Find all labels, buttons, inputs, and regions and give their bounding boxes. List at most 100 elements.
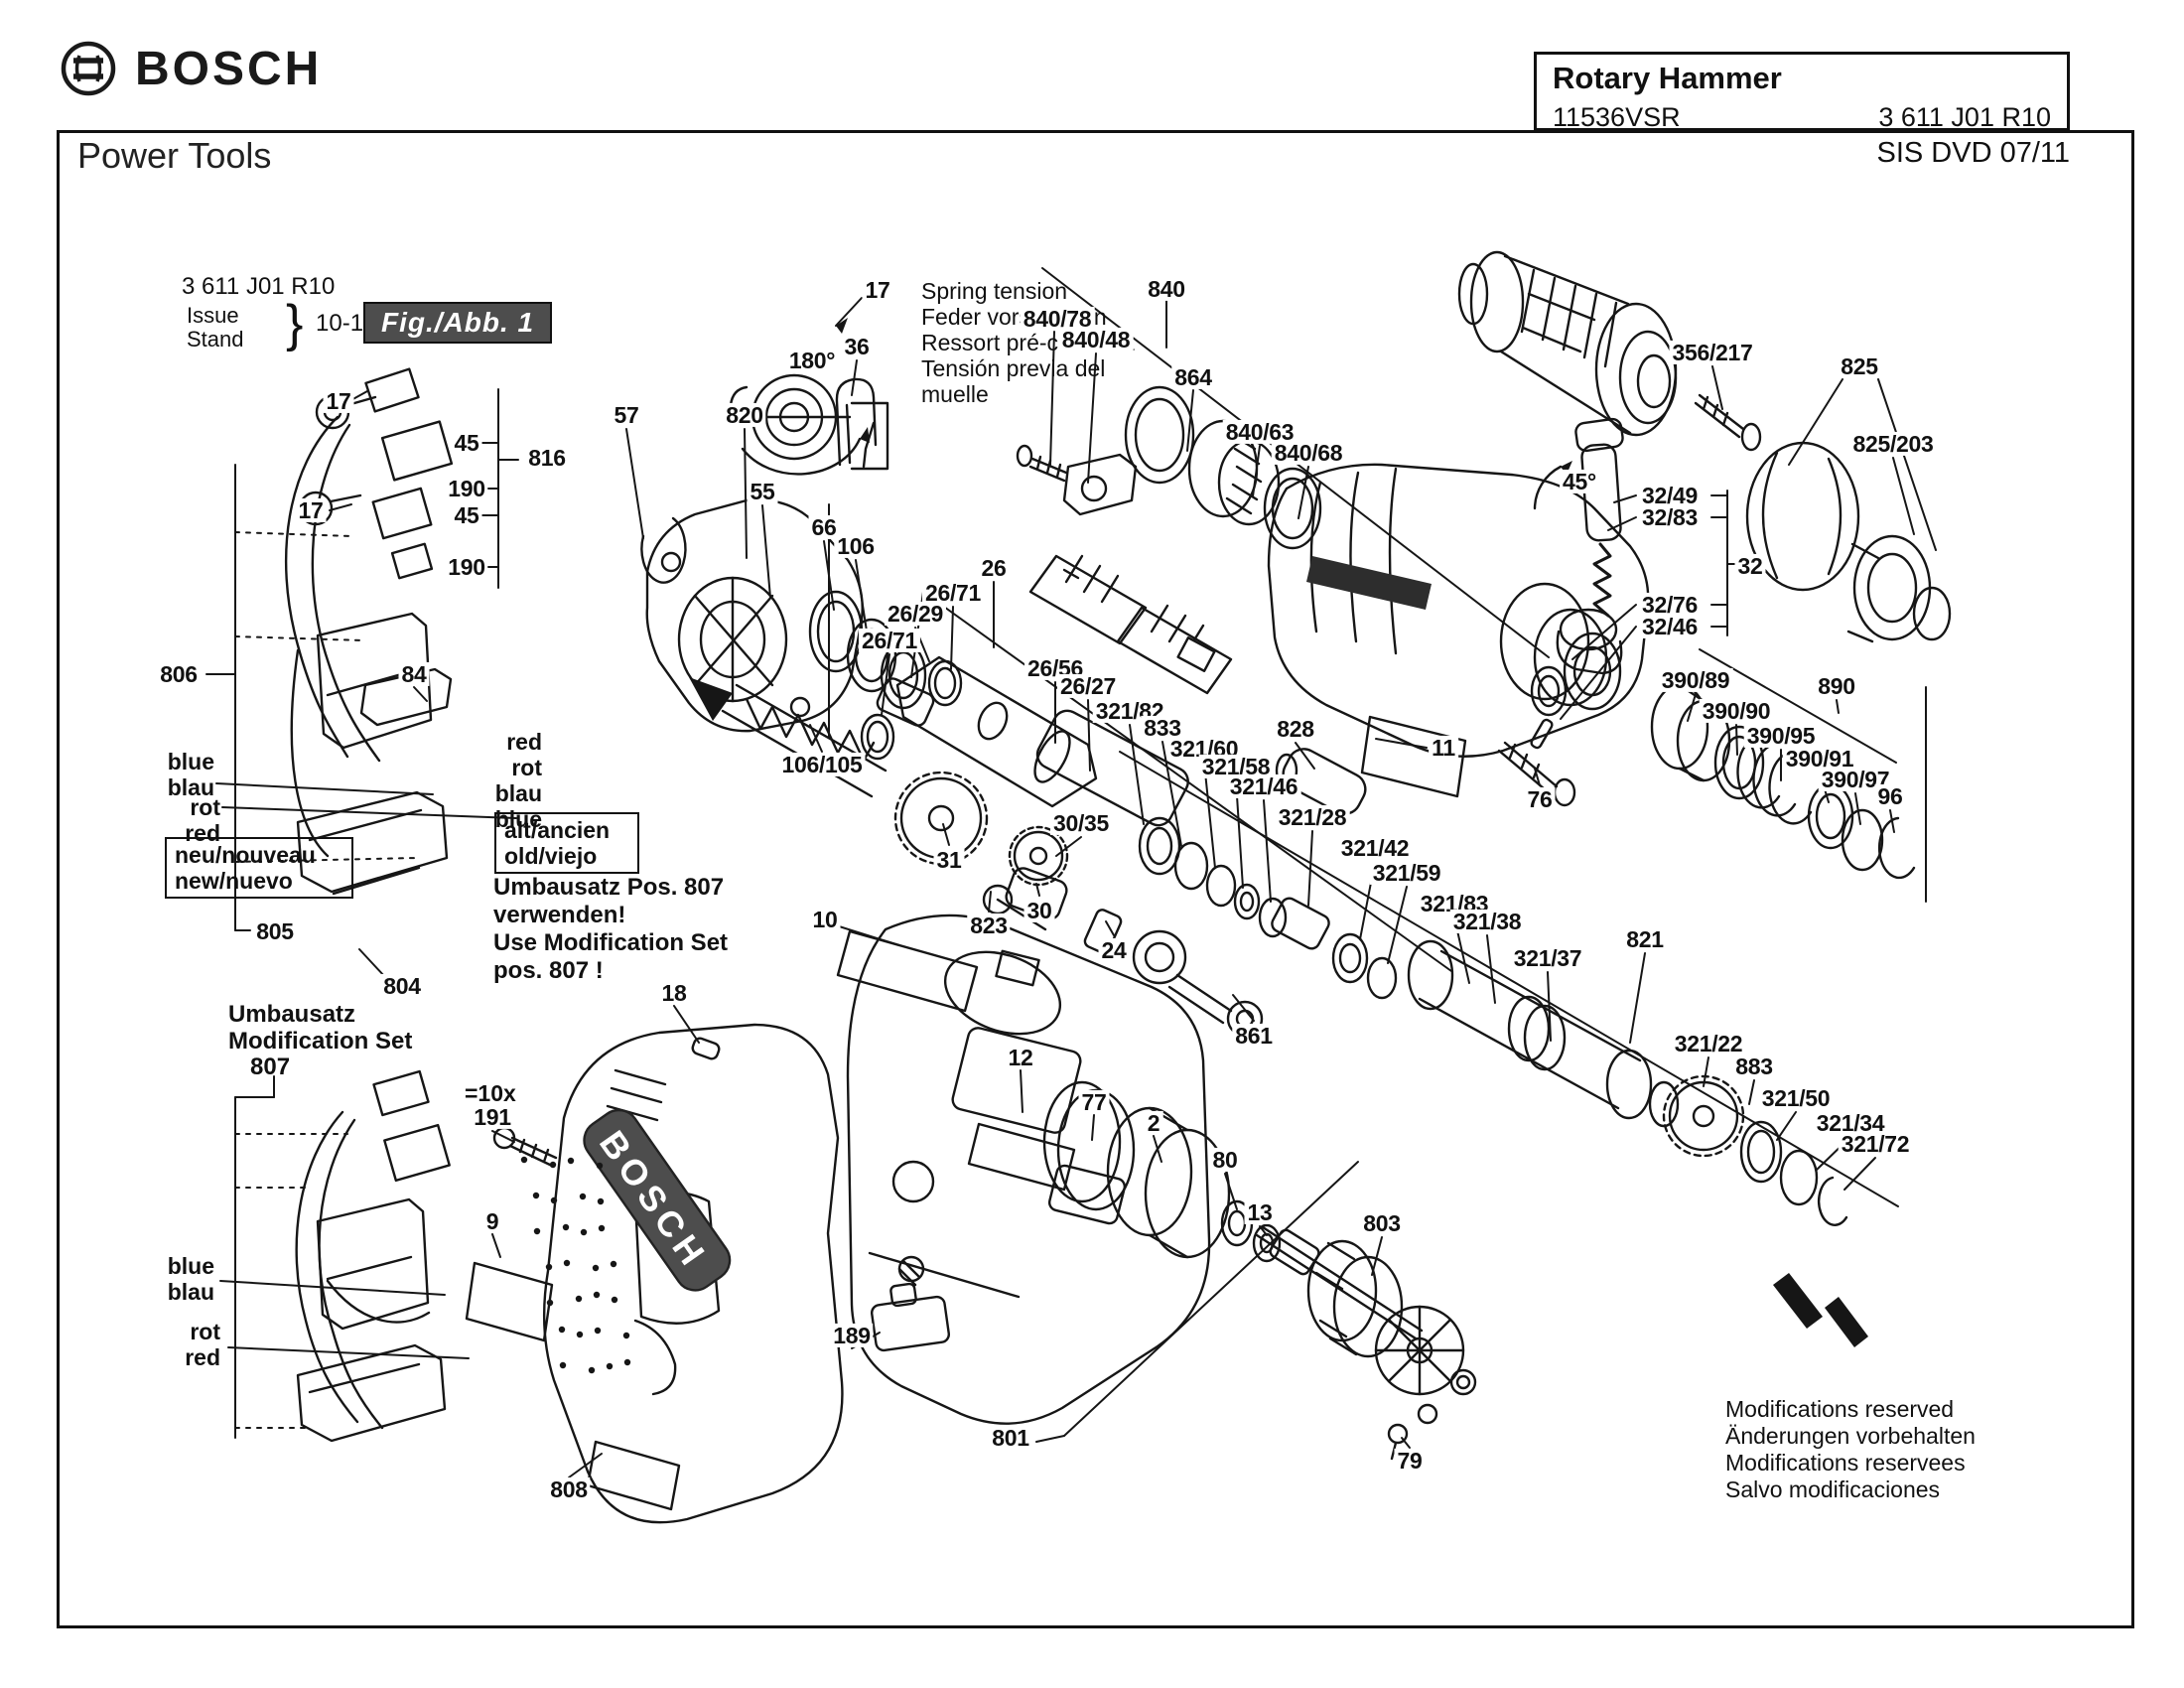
impact-bolt-sketch — [1275, 748, 1367, 815]
leader-line — [1854, 792, 1861, 825]
leader-line — [219, 1280, 446, 1296]
note-line: Use Modification Set — [493, 929, 729, 956]
leader-line — [809, 724, 823, 753]
leader-line — [1836, 699, 1840, 714]
leader-line — [1534, 768, 1541, 786]
striker-spring-sketch — [689, 677, 887, 798]
clip-36-sketch — [835, 377, 878, 467]
note-line: pos. 807 ! — [493, 957, 604, 984]
leader-line — [1049, 331, 1055, 466]
note-line: blau — [494, 780, 542, 806]
leader-line — [1547, 971, 1552, 1042]
note-line: blue — [167, 749, 214, 774]
leader-line — [1153, 1135, 1162, 1163]
note-line: Spring tension — [921, 278, 1068, 304]
leader-line — [851, 359, 858, 396]
leader-line — [1186, 389, 1194, 452]
leader-line — [1055, 836, 1082, 857]
leader-line — [1087, 699, 1091, 772]
note-line: rot — [190, 794, 220, 820]
leader-line — [744, 428, 748, 559]
leader-line — [413, 686, 428, 702]
note-line: Feder vorspannen — [921, 304, 1107, 330]
note-line: neu/nouveau — [175, 842, 316, 868]
leader-line — [673, 1005, 700, 1044]
leader-line — [1748, 1079, 1755, 1105]
motor-housing-sketch — [1267, 463, 1650, 798]
modification-set-number: 807 — [250, 1054, 291, 1080]
leader-line-dotted — [234, 857, 418, 863]
small-parts-sketch — [492, 1037, 951, 1352]
leader-line — [568, 1453, 603, 1478]
note-line: Ressort pré-contraint — [921, 330, 1135, 355]
figure-type-number: 3 611 J01 R10 — [182, 273, 336, 300]
leader-line — [1359, 861, 1376, 940]
product-model: 11536VSR — [1553, 102, 1681, 132]
ring-set-390-sketch — [1650, 683, 1916, 880]
leader-line — [1235, 779, 1244, 889]
issue-word: Issue — [187, 303, 239, 328]
leader-line — [1560, 626, 1637, 720]
gear-housing-sketch — [640, 498, 927, 733]
note-line: verwenden! — [493, 902, 626, 928]
spring-tension-sketch — [729, 318, 889, 476]
cylinder-821-sketch — [1407, 939, 1868, 1347]
leader-line — [1375, 738, 1428, 749]
leader-line — [1161, 741, 1182, 847]
bosch-armature-icon — [61, 41, 116, 96]
leader-line — [1613, 494, 1637, 503]
leader-line — [1629, 952, 1646, 1044]
wiring-assembly-top-sketch — [284, 367, 454, 896]
leader-line — [1816, 1136, 1851, 1171]
leader-line — [1252, 445, 1261, 497]
note-line: Änderungen vorbehalten — [1725, 1423, 1976, 1449]
leader-line — [215, 782, 434, 795]
leader-line — [855, 559, 869, 638]
leader-line-dotted — [234, 531, 354, 537]
stand-word: Stand — [187, 327, 244, 352]
motor-armature-sketch — [1042, 1080, 1477, 1461]
hammer-drive-sketch — [1016, 385, 1322, 695]
diagram-frame — [57, 130, 2134, 1628]
outer-housing-sketch: BOSCH — [520, 1023, 844, 1524]
note-line: red — [506, 729, 542, 755]
leader-line — [1877, 378, 1937, 551]
leader-line — [221, 806, 517, 819]
leader-line — [329, 503, 352, 511]
leader-line — [491, 1130, 515, 1143]
note-line: Umbausatz Pos. 807 — [493, 874, 725, 901]
leader-line-dotted — [234, 635, 364, 641]
leader-line — [1129, 724, 1145, 825]
leader-line — [1371, 1236, 1383, 1276]
leader-line — [942, 823, 950, 846]
product-type-number: 3 611 J01 R10 — [1878, 102, 2051, 132]
grease-cap-sketch — [1745, 441, 1952, 643]
piston-group-sketch — [860, 655, 1398, 1000]
note-line: red — [185, 1344, 220, 1370]
note-line: red — [185, 820, 220, 846]
leader-line — [1571, 604, 1637, 660]
note-line: blau — [167, 1279, 214, 1305]
leader-line — [1224, 1173, 1238, 1210]
note-line: rot — [190, 1319, 220, 1344]
leader-line — [1687, 693, 1697, 722]
note-line: Tensión previa del muelle — [921, 355, 1106, 407]
note-line: blue — [167, 1253, 214, 1279]
brand-logo-row: BOSCH — [60, 40, 322, 97]
leader-line — [1892, 457, 1915, 535]
leader-line — [1263, 799, 1272, 903]
note-line: blau — [167, 774, 214, 800]
brand-wordmark: BOSCH — [135, 42, 323, 95]
grip-texture-dots — [520, 1156, 631, 1374]
leader-line — [910, 591, 924, 678]
leader-line — [1020, 1069, 1024, 1113]
leader-line — [761, 504, 771, 599]
